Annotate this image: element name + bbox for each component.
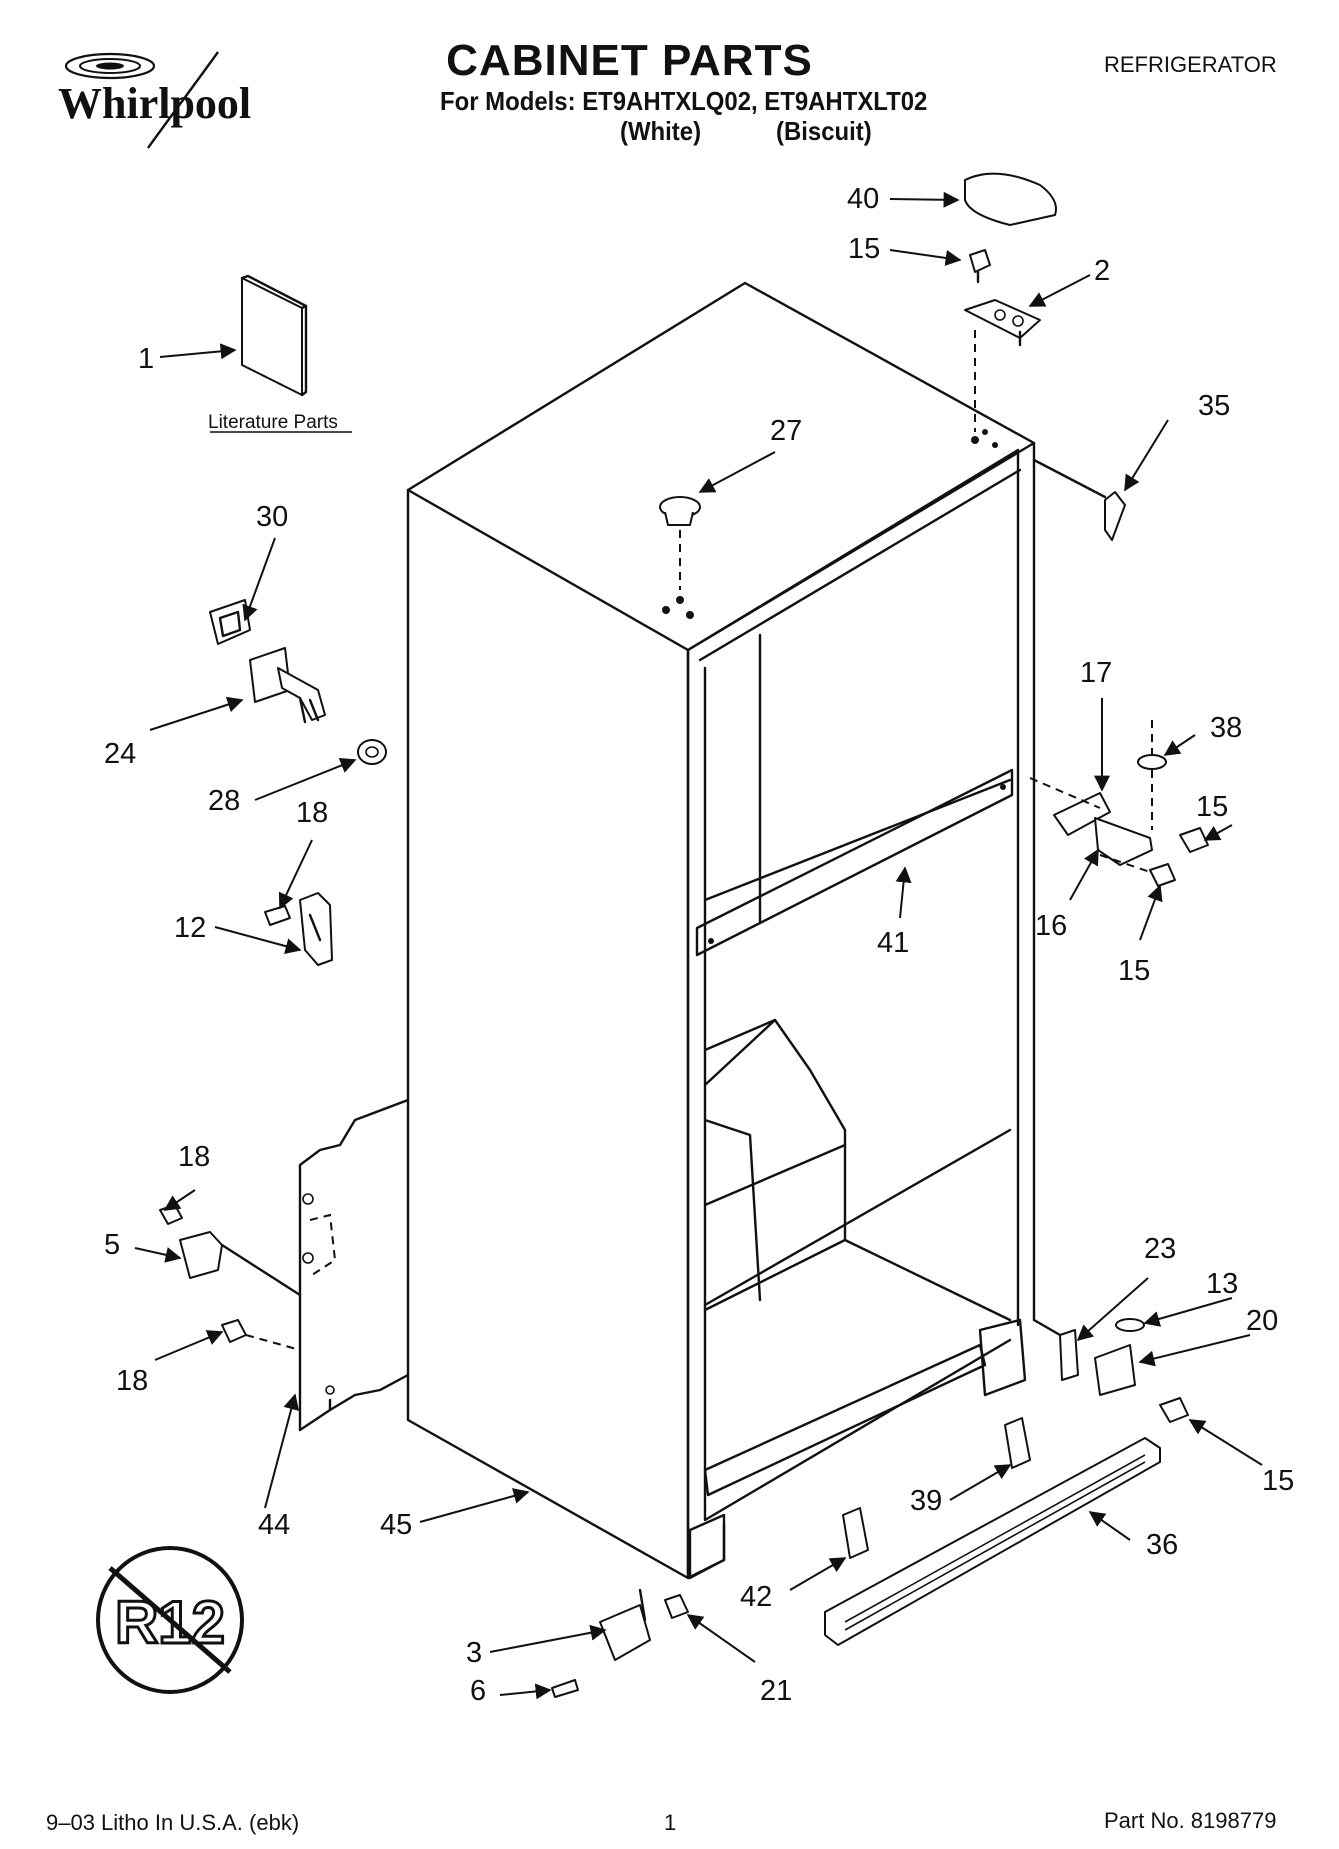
callout-27: 27 xyxy=(770,415,802,447)
callout-20: 20 xyxy=(1246,1305,1278,1337)
left-clamp xyxy=(159,1204,302,1351)
callout-leaders xyxy=(134,191,1263,1700)
variant-biscuit: (Biscuit) xyxy=(776,116,872,146)
literature-booklet xyxy=(240,274,308,397)
callout-23: 23 xyxy=(1144,1233,1176,1265)
callout-1: 1 xyxy=(138,343,154,375)
footer-part-number: Part No. 8198779 xyxy=(1104,1808,1277,1833)
grille-clip-upper xyxy=(1004,1417,1031,1469)
grille-clip-lower xyxy=(842,1507,869,1559)
callout-17: 17 xyxy=(1080,657,1112,689)
callout-21: 21 xyxy=(760,1675,792,1707)
cabinet-body xyxy=(406,281,1036,1580)
hinge-cover xyxy=(1104,491,1126,541)
model-subtitle: For Models: ET9AHTXLQ02, ET9AHTXLT02 xyxy=(440,86,928,116)
inner-liner xyxy=(703,1018,1012,1322)
callout-42: 42 xyxy=(740,1581,772,1613)
callout-2: 2 xyxy=(1094,255,1110,287)
callout-18-lower: 18 xyxy=(116,1365,148,1397)
r12-badge: R12 xyxy=(96,1546,244,1694)
top-hinge-assembly xyxy=(964,249,1041,448)
callout-44: 44 xyxy=(258,1509,290,1541)
callout-18-upper: 18 xyxy=(296,797,328,829)
callout-15-top: 15 xyxy=(848,233,880,265)
bottom-rail xyxy=(688,1318,1027,1580)
callout-39: 39 xyxy=(910,1485,942,1517)
callout-18-mid: 18 xyxy=(178,1141,210,1173)
callout-30: 30 xyxy=(256,501,288,533)
callout-6: 6 xyxy=(470,1675,486,1707)
callout-36: 36 xyxy=(1146,1529,1178,1561)
callout-28: 28 xyxy=(208,785,240,817)
whirlpool-logo: Whirlpool xyxy=(58,51,251,149)
center-hinge-assembly xyxy=(1029,720,1209,887)
callout-38: 38 xyxy=(1210,712,1242,744)
callout-3: 3 xyxy=(466,1637,482,1669)
literature-parts-label: Literature Parts xyxy=(208,412,338,433)
callout-15-lower: 15 xyxy=(1118,955,1150,987)
callout-12: 12 xyxy=(174,912,206,944)
hinge-cap xyxy=(964,172,1057,226)
callout-15-bottom: 15 xyxy=(1262,1465,1294,1497)
drain-fitting-assembly xyxy=(209,599,387,765)
footer-page-number: 1 xyxy=(664,1810,677,1835)
callout-numbers: 1 2 3 5 6 12 13 15 15 15 15 15 16 17 18 … xyxy=(104,183,1294,1707)
callout-13: 13 xyxy=(1206,1268,1238,1300)
tubing-clip xyxy=(264,892,333,966)
back-panel-bracket xyxy=(298,1098,410,1432)
callout-15-mid: 15 xyxy=(1196,791,1228,823)
callout-41: 41 xyxy=(877,927,909,959)
logo-wordmark: Whirlpool xyxy=(58,79,251,128)
appliance-type: REFRIGERATOR xyxy=(1104,52,1277,77)
callout-35: 35 xyxy=(1198,390,1230,422)
callout-45: 45 xyxy=(380,1509,412,1541)
toe-grille xyxy=(824,1437,1161,1646)
callout-40: 40 xyxy=(847,183,879,215)
footer-print-info: 9–03 Litho In U.S.A. (ebk) xyxy=(46,1810,300,1835)
variant-white: (White) xyxy=(620,116,702,146)
roller-leveler xyxy=(551,1588,689,1698)
page-title: CABINET PARTS xyxy=(446,36,813,85)
callout-24: 24 xyxy=(104,738,136,770)
bottom-hinge-assembly xyxy=(1032,1318,1189,1423)
divider-crossbar xyxy=(695,768,1014,957)
top-plug xyxy=(659,496,701,619)
callout-16: 16 xyxy=(1035,910,1067,942)
callout-5: 5 xyxy=(104,1229,120,1261)
